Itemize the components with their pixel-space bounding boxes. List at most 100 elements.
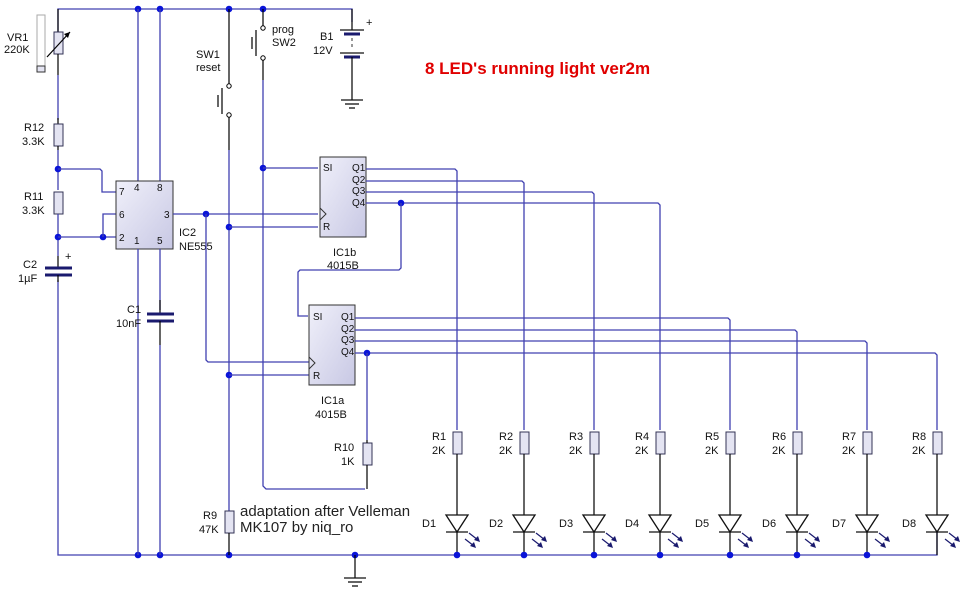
light-emission-icon: [804, 532, 820, 548]
ic1a-value: 4015B: [315, 409, 347, 421]
resistor-ref: R7: [842, 431, 856, 443]
pin-3: 3: [164, 210, 170, 221]
capacitor-c1: C1 10nF: [116, 300, 174, 555]
led-stage: R1 2K D1: [422, 431, 480, 559]
led-ref: D3: [559, 518, 573, 530]
led-d1: D1: [422, 514, 480, 555]
pin-1: 1: [134, 236, 140, 247]
led-ref: D6: [762, 518, 776, 530]
ic1b-ref: IC1b: [333, 247, 356, 259]
resistor-r11: R11 3.3K: [22, 191, 64, 217]
r12-value: 3.3K: [22, 136, 45, 148]
ic2-value: NE555: [179, 241, 213, 253]
light-emission-icon: [944, 532, 960, 548]
resistor-value: 2K: [842, 445, 856, 457]
led-d7: D7: [832, 514, 890, 555]
resistor-ref: R1: [432, 431, 446, 443]
sw1-ref: SW1: [196, 49, 220, 61]
led-d3: D3: [559, 514, 617, 555]
r12-ref: R12: [24, 122, 44, 134]
led-ref: D8: [902, 518, 916, 530]
light-emission-icon: [667, 532, 683, 548]
led-stages: R12KD1R22KD2R32KD3R42KD4R52KD5R62KD6R72K…: [422, 431, 960, 559]
diode-icon: [854, 514, 880, 534]
resistor-r10: R10 1K: [334, 440, 373, 489]
led-d8: D8: [902, 514, 960, 555]
light-emission-icon: [601, 532, 617, 548]
resistor-ref: R3: [569, 431, 583, 443]
resistor-ref: R8: [912, 431, 926, 443]
switch-sw1-reset[interactable]: SW1 reset: [196, 9, 232, 150]
light-emission-icon: [464, 532, 480, 548]
slider-track: [36, 14, 46, 71]
schematic-title: 8 LED's running light ver2m: [425, 59, 650, 78]
pin-5: 5: [157, 236, 163, 247]
led-ref: D4: [625, 518, 639, 530]
adjust-arrow-icon: [64, 32, 70, 38]
led-d5: D5: [695, 514, 753, 555]
c2-value: 1µF: [18, 273, 37, 285]
ground-rail: [57, 280, 938, 578]
vr1-ref: VR1: [7, 32, 28, 44]
pin-8: 8: [157, 183, 163, 194]
light-emission-icon: [874, 532, 890, 548]
pin-r: R: [323, 222, 330, 233]
light-emission-icon: [531, 532, 547, 548]
ic1b-value: 4015B: [327, 260, 359, 272]
ic1b-4015b: SI Q1 Q2 Q3 Q4 R IC1b 4015B: [319, 156, 367, 272]
led-ref: D5: [695, 518, 709, 530]
b1-polarity: +: [366, 17, 372, 29]
diode-icon: [444, 514, 470, 534]
pin-4: 4: [134, 183, 140, 194]
pin-q4: Q4: [341, 347, 355, 358]
r10-ref: R10: [334, 442, 354, 454]
pin-q2: Q2: [341, 324, 355, 335]
resistor-r12: R12 3.3K: [22, 118, 64, 150]
vr1-value: 220K: [4, 44, 30, 56]
led-d4: D4: [625, 514, 683, 555]
diode-icon: [511, 514, 537, 534]
resistor-value: 2K: [772, 445, 786, 457]
pin-6: 6: [119, 210, 125, 221]
ic2-ref: IC2: [179, 227, 196, 239]
sw2-value: prog: [272, 24, 294, 36]
diode-icon: [581, 514, 607, 534]
diode-icon: [647, 514, 673, 534]
ground-symbol-main: [344, 577, 366, 587]
pin-q1: Q1: [341, 312, 355, 323]
c1-ref: C1: [127, 304, 141, 316]
junction: [863, 551, 871, 559]
junction: [656, 551, 664, 559]
capacitor-c2: + C2 1µF: [18, 251, 72, 285]
resistor-r9: R9 47K: [199, 510, 235, 555]
led-d2: D2: [489, 514, 547, 555]
pin-si: SI: [313, 312, 322, 323]
diode-icon: [717, 514, 743, 534]
light-emission-icon: [737, 532, 753, 548]
b1-ref: B1: [320, 31, 333, 43]
switch-sw2-prog[interactable]: prog SW2: [251, 9, 296, 80]
battery-b1: + B1 12V: [313, 9, 372, 109]
led-d6: D6: [762, 514, 820, 555]
pin-q1: Q1: [352, 163, 366, 174]
r10-value: 1K: [341, 456, 355, 468]
sw2-ref: SW2: [272, 37, 296, 49]
junction: [726, 551, 734, 559]
pin-2: 2: [119, 233, 125, 244]
resistor-value: 2K: [432, 445, 446, 457]
pin-q2: Q2: [352, 175, 366, 186]
resistor-ref: R5: [705, 431, 719, 443]
ic2-ne555: 7 4 8 6 3 2 1 5 IC2 NE555: [115, 9, 213, 555]
resistor-ref: R4: [635, 431, 649, 443]
resistor-value: 2K: [499, 445, 513, 457]
